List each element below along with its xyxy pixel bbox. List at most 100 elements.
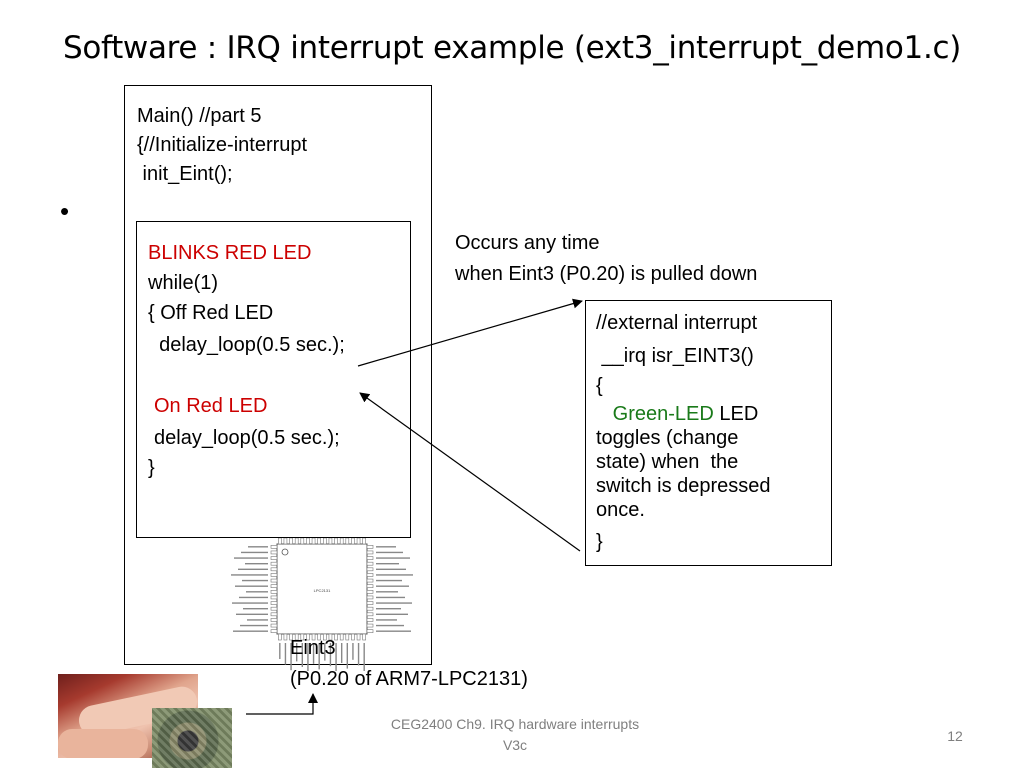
- chip-pin-text-mark: [376, 546, 396, 548]
- isr-line-2: __irq isr_EINT3(): [596, 345, 754, 367]
- chip-pin: [366, 601, 374, 605]
- chip-pin-text-mark: [376, 557, 410, 559]
- chip-pin: [270, 601, 278, 605]
- chip-pin1-dot: [281, 548, 289, 556]
- chip-pin: [300, 633, 305, 641]
- chip-pin: [270, 550, 278, 555]
- footer-course: CEG2400 Ch9. IRQ hardware interrupts: [390, 716, 640, 732]
- main-line-1: Main() //part 5: [137, 105, 262, 127]
- chip-pin-text-mark: [376, 624, 404, 627]
- chip-pin-text-mark: [376, 596, 405, 599]
- chip-pin: [294, 537, 299, 545]
- chip-pin: [270, 556, 278, 560]
- arrow-switch-to-eint3: [246, 693, 318, 715]
- chip-pin-text-mark: [246, 591, 268, 593]
- chip-pin: [345, 537, 350, 545]
- chip-pin: [289, 537, 293, 545]
- chip-pin-text-mark: [236, 613, 268, 616]
- chip-pin: [278, 537, 282, 545]
- chip-pin: [278, 633, 282, 641]
- chip-pin: [270, 545, 278, 549]
- chip-pin-text-mark: [352, 643, 354, 660]
- chip-pin: [362, 633, 366, 641]
- chip-pin: [311, 537, 316, 545]
- chip-pin-text-mark: [376, 591, 398, 593]
- chip-pin: [270, 584, 278, 588]
- chip-pin: [339, 537, 344, 545]
- chip-pin-text-mark: [376, 551, 403, 554]
- chip-pin: [270, 567, 278, 572]
- chip-pin-text-mark: [284, 643, 287, 665]
- chip-pin: [306, 633, 310, 641]
- chip-pin: [328, 633, 333, 641]
- chip-pin: [270, 618, 278, 622]
- chip-pin: [366, 584, 374, 588]
- chip-pin: [366, 606, 374, 611]
- chip-pin-text-mark: [243, 607, 268, 610]
- chip-pin-text-mark: [376, 602, 412, 604]
- blink-heading: BLINKS RED LED: [148, 242, 312, 264]
- isr-line-7: once.: [596, 499, 645, 521]
- isr-line-6: switch is depressed: [596, 475, 771, 497]
- chip-pin: [317, 633, 321, 641]
- chip-pin: [334, 537, 338, 545]
- blink-line-4: delay_loop(0.5 sec.);: [154, 427, 340, 449]
- isr-led-word: LED: [713, 403, 759, 425]
- chip-pin: [270, 573, 278, 577]
- arrow-return-from-isr: [359, 392, 581, 552]
- chip-pin-text-mark: [233, 630, 268, 632]
- chip-pin: [270, 606, 278, 611]
- chip-pin: [334, 633, 338, 641]
- chip-pin-text-mark: [241, 551, 268, 554]
- chip-pin-text-mark: [290, 643, 292, 671]
- chip-pin: [356, 537, 361, 545]
- chip-pin: [317, 537, 321, 545]
- chip-pin: [294, 633, 299, 641]
- chip-label: LPC2131: [314, 588, 331, 593]
- chip-pin: [366, 556, 374, 560]
- arrow-to-isr: [357, 298, 583, 367]
- chip-pin: [270, 590, 278, 594]
- chip-pin-text-mark: [301, 643, 304, 667]
- chip-pin-text-mark: [346, 643, 349, 669]
- chip-pin-text-mark: [235, 585, 268, 587]
- footer-version: V3c: [502, 737, 528, 753]
- chip-pin-text-mark: [376, 568, 406, 571]
- chip-pin: [366, 567, 374, 572]
- chip-pin-text-mark: [376, 607, 401, 610]
- chip-pin-text-mark: [363, 643, 365, 671]
- chip-pin: [356, 633, 361, 641]
- chip-pin: [283, 633, 288, 641]
- isr-line-3: {: [596, 375, 603, 397]
- blink-code-box: BLINKS RED LED while(1) { Off Red LED de…: [136, 221, 411, 538]
- chip-pin-text-mark: [295, 643, 298, 662]
- chip-pin-text-mark: [376, 585, 409, 587]
- chip-pin-text-mark: [234, 557, 268, 559]
- chip-pin: [323, 537, 327, 545]
- isr-line-5: state) when the: [596, 451, 739, 473]
- chip-pin: [311, 633, 316, 641]
- chip-pin: [270, 612, 278, 617]
- chip-pin: [366, 573, 374, 577]
- annotation-line-1: Occurs any time: [455, 232, 600, 254]
- chip-pin-text-mark: [376, 630, 411, 632]
- chip-pin: [300, 537, 305, 545]
- chip-pin: [328, 537, 333, 545]
- isr-line-1: //external interrupt: [596, 312, 758, 334]
- chip-pin: [339, 633, 344, 641]
- chip-pin-text-mark: [335, 643, 337, 671]
- chip-pin: [366, 612, 374, 617]
- chip-pin: [366, 618, 374, 622]
- chip-pin: [270, 578, 278, 583]
- chip-pin: [283, 537, 288, 545]
- bullet-point: •: [60, 196, 70, 226]
- blink-line-2: { Off Red LED: [148, 302, 274, 324]
- chip-pin-text-mark: [324, 643, 326, 661]
- chip-pin: [366, 561, 374, 566]
- chip-pin-text-mark: [318, 643, 320, 670]
- eint3-pin-label: (P0.20 of ARM7-LPC2131): [290, 668, 528, 690]
- chip-pin-text-mark: [245, 562, 268, 565]
- main-line-3: init_Eint();: [137, 163, 233, 185]
- isr-line-8: }: [596, 531, 603, 553]
